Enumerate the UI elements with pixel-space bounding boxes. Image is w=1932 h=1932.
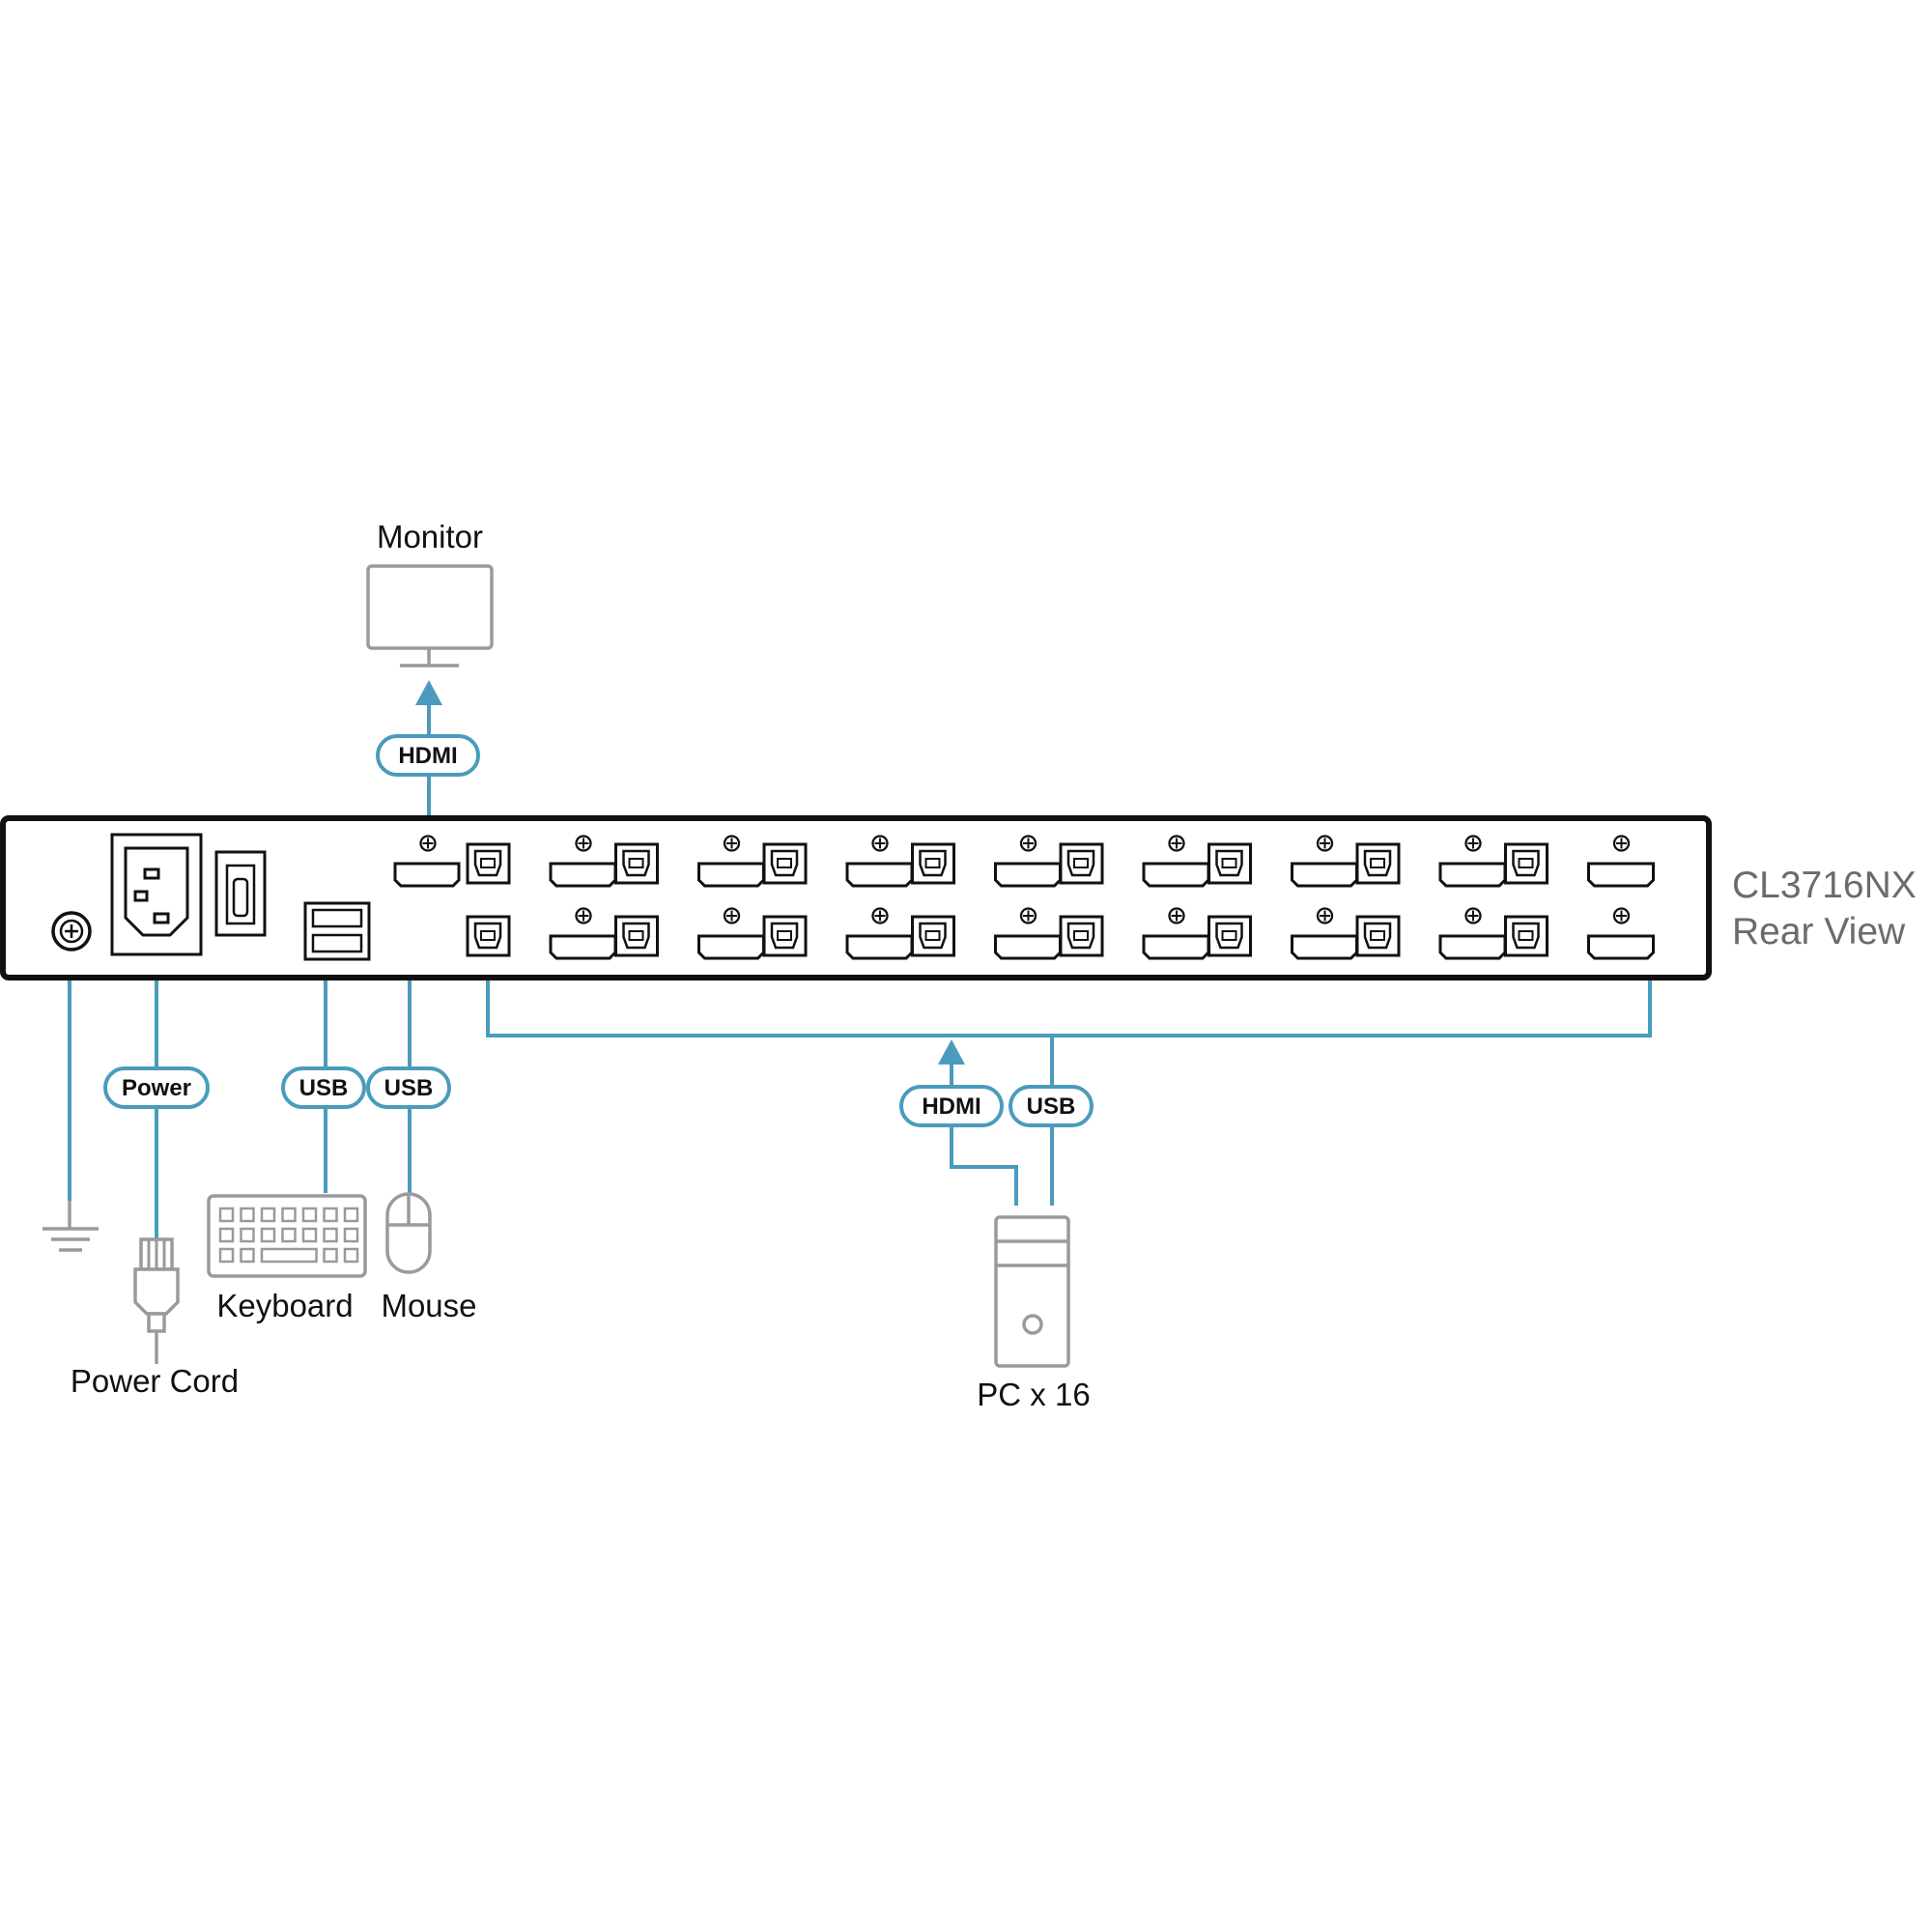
mouse-label: Mouse <box>381 1288 476 1323</box>
usb-b-port <box>762 915 808 957</box>
kvm-port-set <box>911 907 1062 960</box>
pc-hdmi-pill: HDMI <box>899 1085 1004 1127</box>
monitor-label: Monitor <box>377 519 483 554</box>
model-label: CL3716NX <box>1732 865 1917 906</box>
ground-symbol-icon <box>43 1201 99 1252</box>
kvm-port-set <box>1355 835 1507 888</box>
pc-hdmi-label: HDMI <box>922 1094 980 1120</box>
hdmi-port <box>845 907 914 960</box>
usb-b-port <box>614 915 659 957</box>
usb-b-port <box>1504 915 1548 957</box>
pc-bus-cable <box>486 966 1652 1037</box>
kvm-chassis: CL3716NX Rear View <box>0 815 1917 980</box>
usb-b-port <box>1208 915 1252 957</box>
usb-b-port <box>1059 842 1104 885</box>
pc-usb-label: USB <box>1027 1094 1076 1120</box>
keyboard-key <box>343 1247 359 1264</box>
mouse-usb-pill: USB <box>366 1066 451 1109</box>
chassis-outline <box>0 815 1712 980</box>
view-label: Rear View <box>1732 911 1906 952</box>
hdmi-port <box>994 835 1062 888</box>
keyboard-key <box>343 1207 359 1223</box>
keyboard-key <box>240 1227 255 1243</box>
keyboard-key <box>218 1227 235 1243</box>
hdmi-port <box>1587 835 1655 888</box>
keyboard-key <box>323 1227 338 1243</box>
monitor-icon <box>366 564 494 668</box>
kvm-port-set <box>1059 907 1210 960</box>
usb-b-port <box>1059 915 1104 957</box>
power-inlet-icon <box>110 833 203 956</box>
hdmi-port <box>1291 835 1358 888</box>
keyboard-key <box>260 1247 318 1264</box>
kvm-port-set <box>762 835 914 888</box>
usb-b-port <box>466 842 511 885</box>
keyboard-key <box>260 1227 276 1243</box>
keyboard-key <box>301 1207 318 1223</box>
kvm-port-set <box>1355 907 1507 960</box>
pc-usb-pill: USB <box>1009 1085 1094 1127</box>
mouse-usb-label: USB <box>384 1075 434 1101</box>
hdmi-port <box>994 907 1062 960</box>
keyboard-key <box>240 1247 255 1264</box>
console-usb-ports <box>303 901 371 961</box>
hdmi-port <box>1438 907 1507 960</box>
keyboard-key <box>343 1227 359 1243</box>
keyboard-key <box>281 1207 297 1223</box>
usb-port-mouse <box>311 933 363 953</box>
kvm-port-set <box>911 835 1062 888</box>
keyboard-key <box>240 1207 255 1223</box>
kvm-port-set <box>1208 907 1358 960</box>
mouse-icon <box>385 1192 432 1274</box>
pc-hdmi-cable <box>950 1063 1018 1206</box>
kvm-port-set <box>1504 907 1655 960</box>
usb-b-port <box>1355 842 1401 885</box>
keyboard-key <box>260 1207 276 1223</box>
monitor-hdmi-label: HDMI <box>398 743 457 769</box>
power-switch[interactable] <box>214 850 267 937</box>
keyboard-key <box>301 1227 318 1243</box>
power-pill: Power <box>103 1066 210 1109</box>
monitor-arrow-icon <box>415 680 442 705</box>
usb-b-port <box>1355 915 1401 957</box>
kvm-port-set <box>762 907 914 960</box>
power-label: Power <box>122 1075 191 1101</box>
hdmi-port <box>1587 907 1655 960</box>
keyboard-key <box>323 1207 338 1223</box>
pc-label: PC x 16 <box>977 1377 1090 1412</box>
usb-b-port <box>911 915 955 957</box>
kvm-port-set <box>614 907 765 960</box>
usb-b-port <box>762 842 808 885</box>
usb-b-port <box>1208 842 1252 885</box>
keyboard-key <box>218 1207 235 1223</box>
keyboard-icon <box>207 1194 367 1278</box>
keyboard-key <box>323 1247 338 1264</box>
kvm-port-set <box>1504 835 1655 888</box>
ground-screw-icon <box>51 911 92 952</box>
keyboard-key <box>281 1227 297 1243</box>
kvm-port-set <box>466 907 617 960</box>
usb-b-port <box>466 915 511 957</box>
kvm-port-set <box>1208 835 1358 888</box>
usb-b-port <box>911 842 955 885</box>
keyboard-key <box>218 1247 235 1264</box>
keyboard-label: Keyboard <box>216 1288 353 1323</box>
pc-arrow-icon <box>938 1039 965 1065</box>
pc-tower-icon <box>994 1215 1070 1368</box>
power-cord-label: Power Cord <box>71 1363 239 1399</box>
keyboard-usb-pill: USB <box>281 1066 366 1109</box>
kvm-port-array <box>466 835 1655 960</box>
power-plug-icon <box>133 1237 180 1364</box>
monitor-hdmi-pill: HDMI <box>376 734 480 777</box>
usb-port-keyboard <box>311 908 363 928</box>
keyboard-usb-label: USB <box>299 1075 349 1101</box>
usb-b-port <box>1504 842 1548 885</box>
cable-labels: HDMI Power USB USB HDMI USB <box>103 734 1094 1127</box>
console-hdmi-port <box>393 835 461 888</box>
usb-b-port <box>614 842 659 885</box>
